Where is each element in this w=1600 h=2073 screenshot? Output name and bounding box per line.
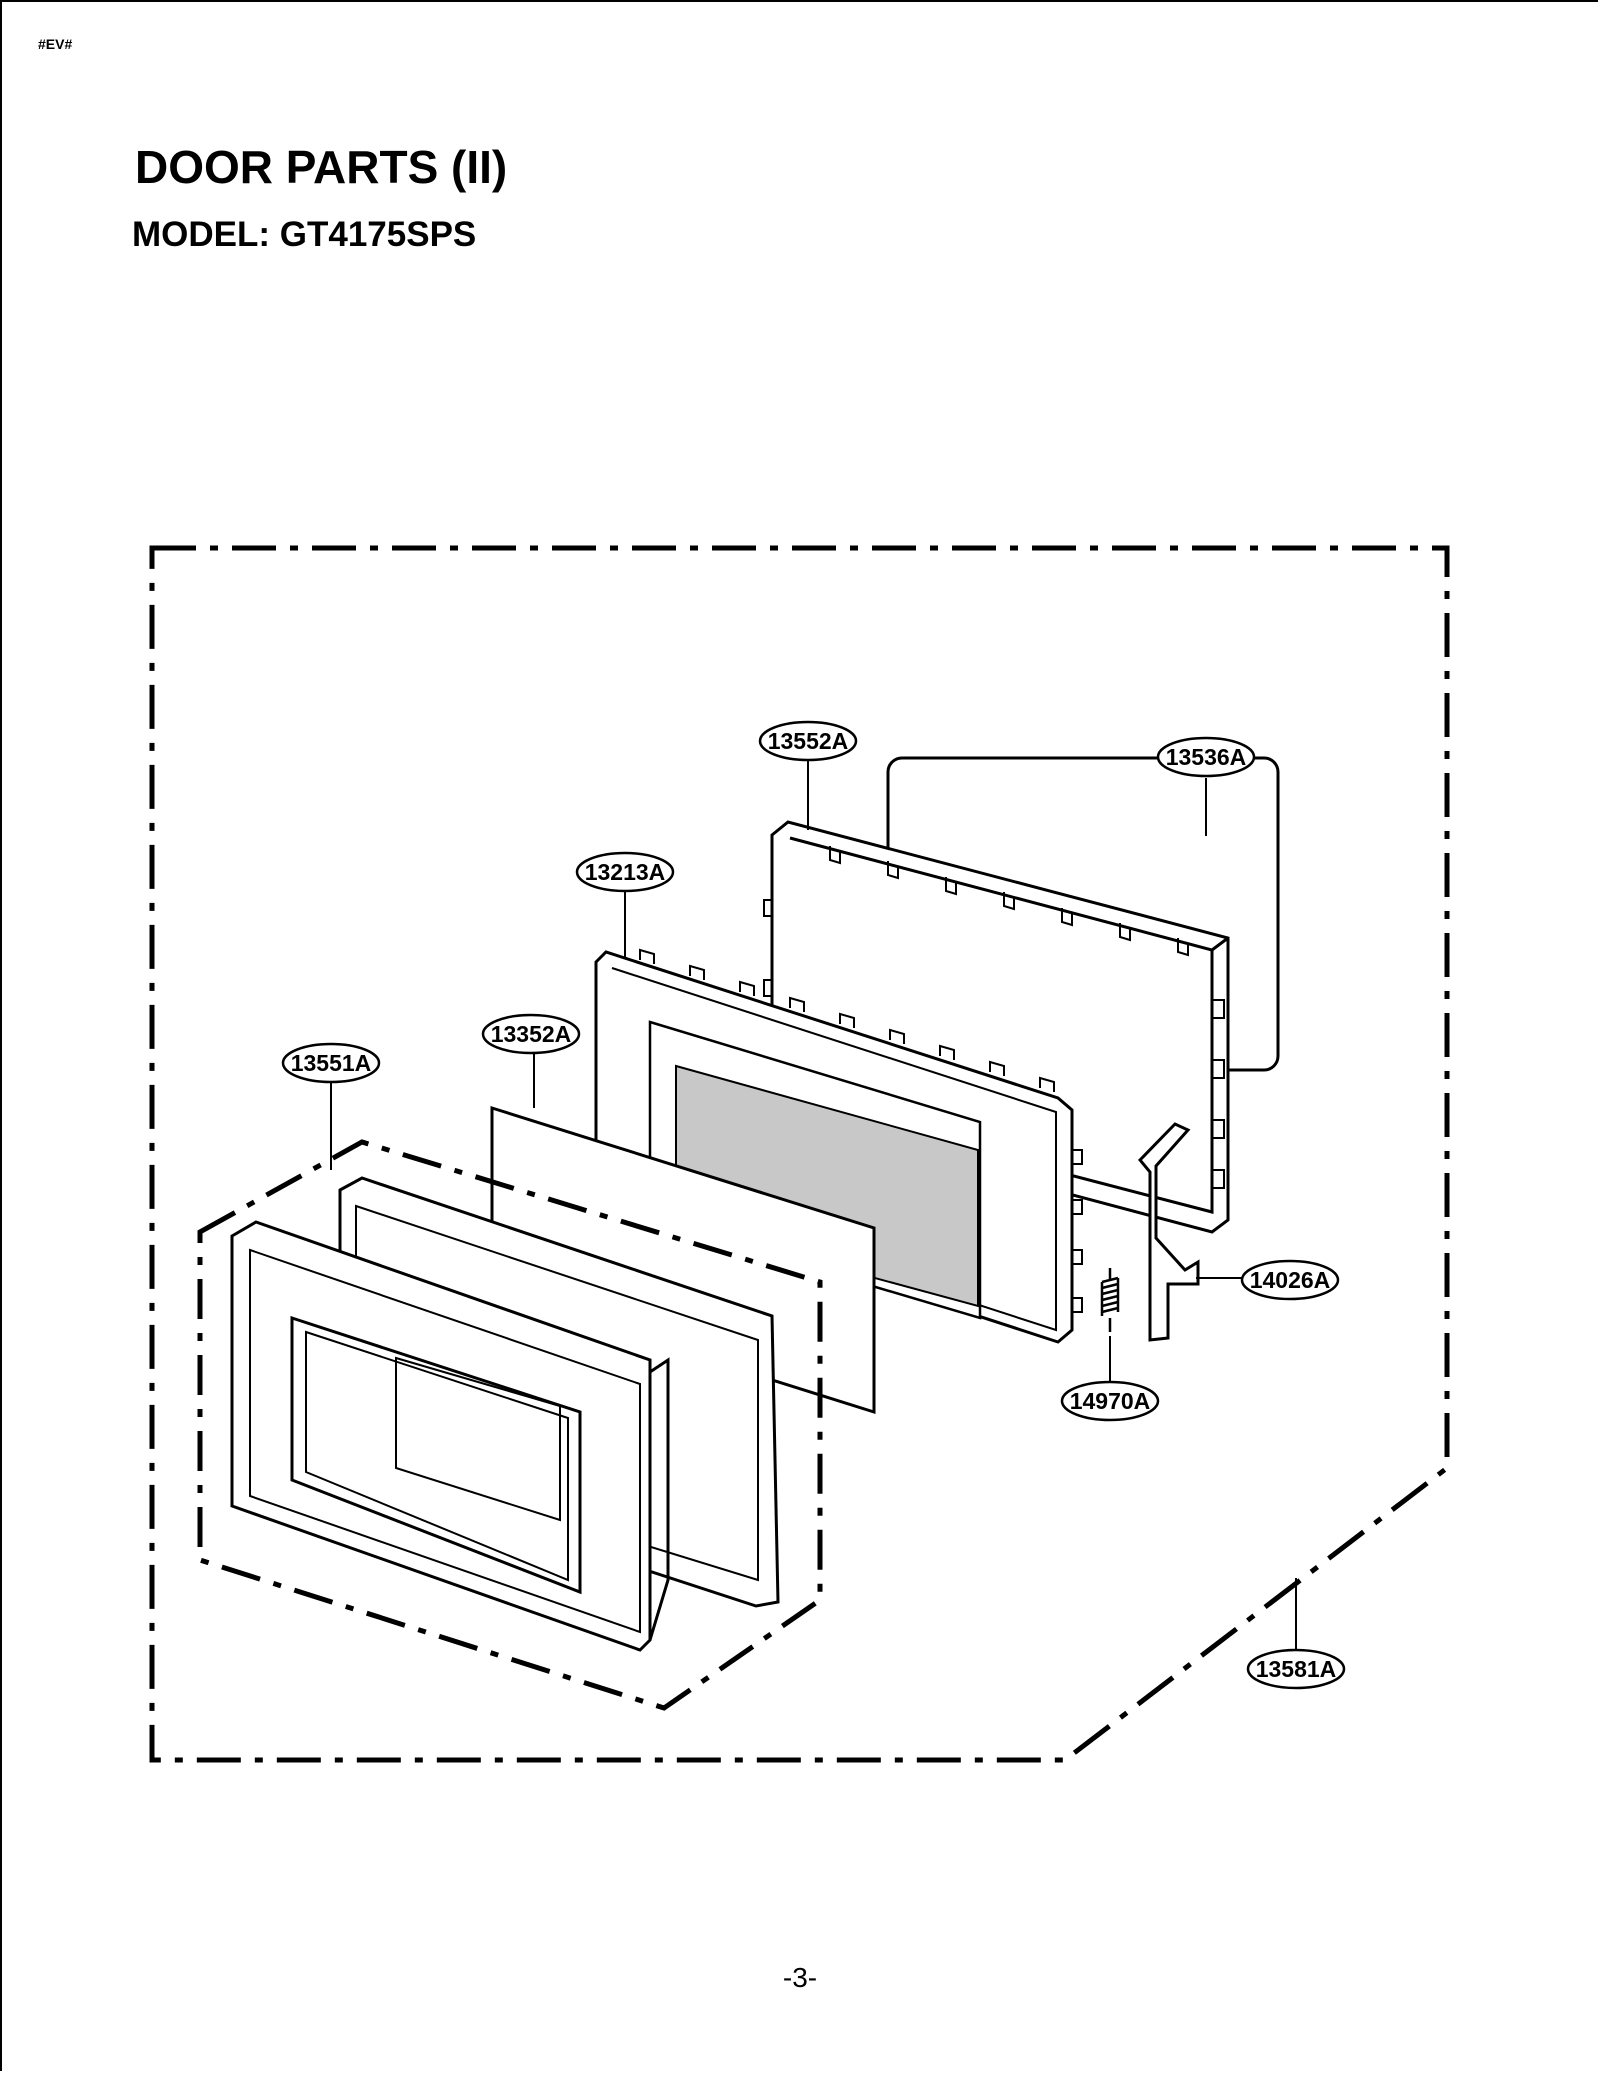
- callout-13552A: 13552A: [758, 720, 858, 762]
- callout-13213A: 13213A: [575, 851, 675, 893]
- callout-13551A: 13551A: [281, 1042, 381, 1084]
- callout-14026A: 14026A: [1240, 1259, 1340, 1301]
- spring-14970A: [1100, 1268, 1120, 1332]
- callout-label: 13536A: [1166, 744, 1247, 770]
- callout-14970A: 14970A: [1060, 1380, 1160, 1422]
- callout-13581A: 13581A: [1246, 1648, 1346, 1690]
- callout-label: 14026A: [1250, 1267, 1331, 1293]
- page-title: DOOR PARTS (II): [135, 141, 508, 193]
- callout-label: 13551A: [291, 1050, 372, 1076]
- model-line: MODEL: GT4175SPS: [132, 215, 477, 254]
- callout-label: 13352A: [491, 1021, 572, 1047]
- header-tag: #EV#: [38, 36, 73, 52]
- latch-hook-14026A: [1137, 1122, 1200, 1342]
- callout-13536A: 13536A: [1156, 736, 1256, 778]
- callout-label: 13213A: [585, 859, 666, 885]
- page-number: -3-: [782, 1962, 818, 1993]
- callout-13352A: 13352A: [481, 1013, 581, 1055]
- callout-label: 14970A: [1070, 1388, 1151, 1414]
- assembly-boundary: [149, 545, 1450, 1763]
- callout-label: 13581A: [1256, 1656, 1337, 1682]
- door-frame-boundary: [197, 1139, 823, 1711]
- door-frame-13551A: [230, 1176, 780, 1652]
- callout-label: 13552A: [768, 728, 849, 754]
- leader-lines: [330, 760, 1297, 1650]
